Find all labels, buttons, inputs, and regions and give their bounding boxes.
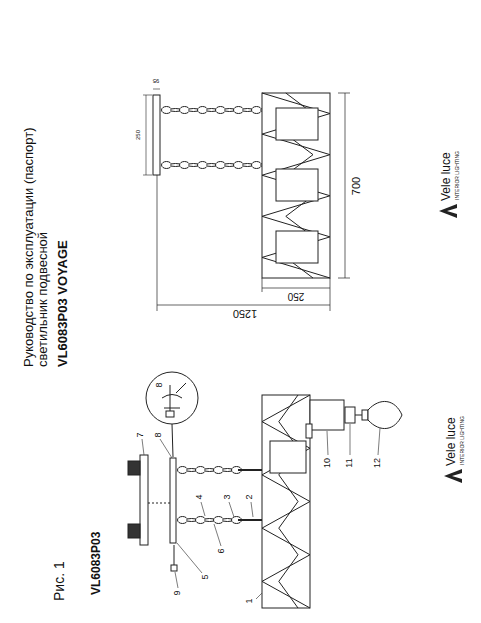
drawing-g xyxy=(142,424,380,599)
drawing-line xyxy=(355,415,362,416)
label-text: VL6083P03 xyxy=(90,532,103,595)
drawing-g xyxy=(157,93,350,311)
drawing-line xyxy=(338,93,350,94)
drawing-line xyxy=(229,502,234,517)
drawing-path xyxy=(162,383,186,415)
label-text: INTERIOR LIGHTING xyxy=(460,416,466,465)
callout-number: 10 xyxy=(323,457,333,469)
drawing-rect xyxy=(362,410,368,420)
drawing-path xyxy=(452,473,462,479)
drawing-line xyxy=(338,278,350,279)
callout-number: 8 xyxy=(154,431,164,438)
drawing-line xyxy=(238,469,262,471)
drawing-circle xyxy=(146,372,198,424)
drawing-line xyxy=(214,524,221,546)
callout-number: 5 xyxy=(201,573,211,580)
drawing-rect xyxy=(166,411,174,417)
drawing-line xyxy=(143,95,152,96)
drawing-rect xyxy=(128,461,140,475)
dimension: 700 xyxy=(350,176,362,196)
drawing-line xyxy=(142,439,144,455)
drawing-rect xyxy=(170,458,176,543)
drawing-line xyxy=(157,175,158,311)
drawing-rect xyxy=(276,108,318,140)
drawing-line xyxy=(174,545,175,565)
drawing-line xyxy=(172,424,173,457)
callout-number: 8 xyxy=(155,381,165,388)
label-text: Рис. 1 xyxy=(52,561,67,601)
drawing-g xyxy=(162,107,271,169)
drawing-line xyxy=(262,288,330,289)
drawing-path xyxy=(262,93,330,278)
drawing-rect xyxy=(276,169,318,201)
drawing-line xyxy=(177,543,202,573)
callout-number: 1 xyxy=(245,597,255,604)
drawing-rect xyxy=(276,231,318,263)
drawing-line xyxy=(175,572,178,588)
callout-number: 4 xyxy=(195,493,205,500)
drawing-g xyxy=(262,93,330,278)
drawing-path xyxy=(279,395,298,608)
callout-number: 9 xyxy=(173,589,183,596)
drawing-rect xyxy=(262,93,330,278)
drawing-line xyxy=(330,278,331,311)
callout-number: 11 xyxy=(345,457,355,468)
label-text: Vele luce xyxy=(445,417,458,466)
dimension: 250 xyxy=(287,291,306,302)
drawing-line xyxy=(238,519,262,521)
drawing-line xyxy=(327,431,328,455)
drawing-line xyxy=(157,305,330,306)
drawing-rect xyxy=(140,455,148,545)
drawing-rect xyxy=(153,95,160,175)
dimension: 1250 xyxy=(232,308,258,320)
drawing-rect xyxy=(306,424,312,438)
drawing-line xyxy=(378,428,380,455)
drawing-line xyxy=(256,593,262,599)
drawing-line xyxy=(262,278,263,292)
drawing-rect xyxy=(128,524,140,538)
drawing-path xyxy=(447,208,457,214)
dimension: 250 xyxy=(135,129,142,141)
drawing-g xyxy=(262,395,310,608)
manual-title: Руководство по эксплуатации (паспорт) св… xyxy=(22,105,51,367)
drawing-line xyxy=(153,89,160,90)
dimension: 95 xyxy=(152,78,161,85)
drawing-line xyxy=(148,503,170,504)
drawing-rect xyxy=(171,565,177,571)
drawing-g xyxy=(178,467,242,524)
drawing-path xyxy=(444,469,462,483)
drawing-line xyxy=(251,502,253,517)
drawing-line xyxy=(201,502,205,516)
label-text: Vele luce xyxy=(440,152,453,201)
drawing-line xyxy=(143,175,152,176)
drawing-line xyxy=(146,95,147,175)
callout-number: 6 xyxy=(217,547,227,554)
callout-number: 2 xyxy=(245,493,255,500)
label-text: VL6083P03 VOYAGE xyxy=(56,240,70,367)
drawing-rect xyxy=(262,395,310,608)
label-text: INTERIOR LIGHTING xyxy=(455,151,461,200)
drawing-line xyxy=(160,439,172,458)
drawing-line xyxy=(350,424,351,455)
callout-number: 12 xyxy=(373,457,383,469)
callout-number: 7 xyxy=(136,431,146,438)
drawing-path xyxy=(368,401,402,428)
drawing-rect xyxy=(345,407,355,423)
callout-number: 3 xyxy=(223,493,233,500)
drawing-path xyxy=(439,204,457,218)
drawing-path xyxy=(262,395,310,608)
drawing-rect xyxy=(310,400,344,430)
drawing-line xyxy=(345,93,346,278)
drawing-rect xyxy=(270,441,306,473)
